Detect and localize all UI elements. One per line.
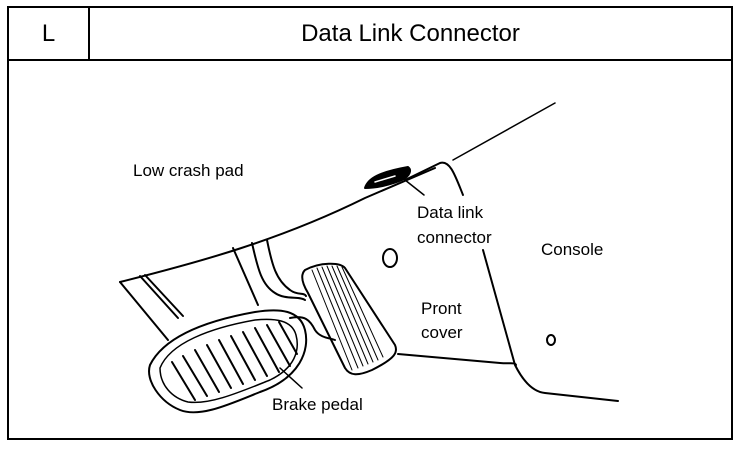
data-link-connector-icon [364, 166, 411, 189]
hole-front-cover [382, 248, 398, 268]
label-front-cover-line1: Pront [421, 299, 462, 318]
dash-upper-line [452, 102, 556, 161]
label-brake-pedal: Brake pedal [272, 395, 363, 414]
label-console: Console [541, 240, 604, 259]
label-low-crash-pad: Low crash pad [133, 161, 244, 180]
hole-console [546, 334, 556, 346]
label-front-cover-line2: cover [421, 323, 463, 342]
header-row: L Data Link Connector [9, 8, 731, 61]
label-data-link-connector-line2: connector [417, 228, 492, 247]
console-edge [482, 249, 619, 402]
diagram-frame: L Data Link Connector [7, 6, 733, 440]
section-letter: L [9, 8, 90, 59]
front-cover-outline [404, 161, 464, 196]
brake-pedal [148, 309, 308, 414]
leader-data-link [399, 175, 425, 196]
diagram-title: Data Link Connector [301, 19, 520, 47]
crash-pad-edge [119, 167, 436, 283]
accelerator-pedal [301, 262, 398, 376]
front-cover-bottom [397, 353, 517, 366]
label-data-link-connector-line1: Data link [417, 203, 484, 222]
